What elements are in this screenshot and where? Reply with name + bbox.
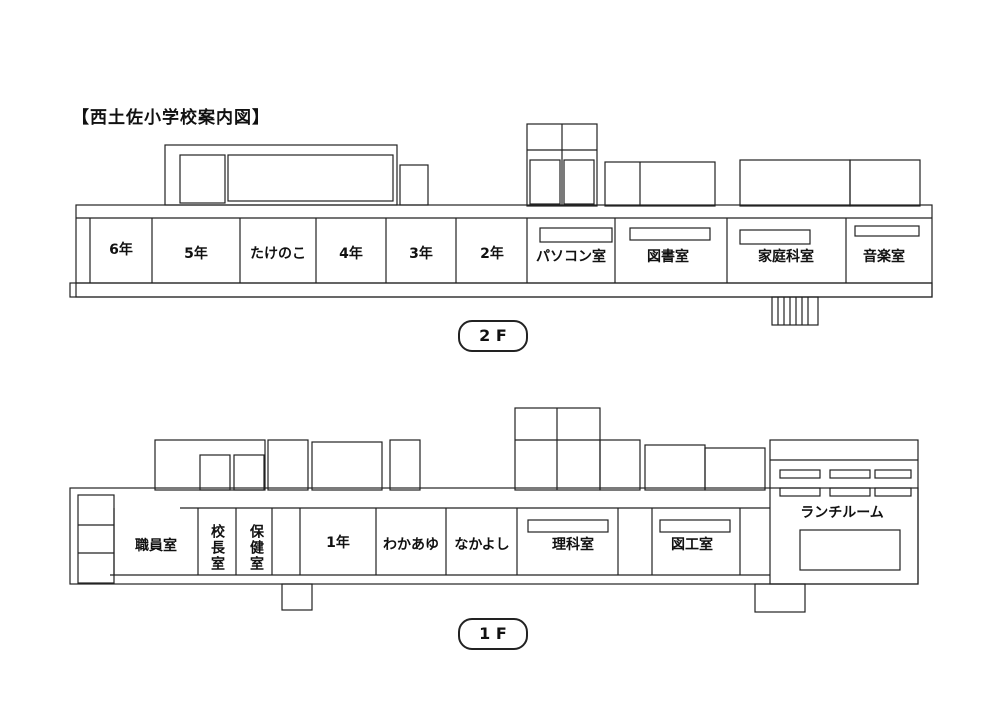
room-2f-2nen: 2年 [480,245,504,262]
room-1f-1nen: 1年 [326,534,350,551]
room-2f-3nen: 3年 [409,245,433,262]
map-title: 【西土佐小学校案内図】 [72,108,270,128]
floor2-badge: 2 F [458,320,528,352]
room-2f-4nen: 4年 [339,245,363,262]
room-2f-music: 音楽室 [863,248,905,265]
room-1f-health: 保健室 [248,524,264,572]
room-1f-lunch: ランチルーム [800,505,884,521]
room-1f-staff: 職員室 [135,537,177,554]
room-1f-principal: 校長室 [209,524,225,572]
room-1f-science: 理科室 [552,536,594,553]
room-2f-takenoko: たけのこ [250,246,306,262]
room-2f-homeec: 家庭科室 [758,248,814,265]
room-2f-pc: パソコン室 [536,248,606,265]
room-1f-wakaayu: わかあゆ [383,537,439,553]
room-1f-nakayoshi: なかよし [454,537,509,553]
room-2f-5nen: 5年 [184,245,208,262]
floor1-outline [69,487,919,585]
room-2f-library: 図書室 [647,248,689,265]
floor1-badge: 1 F [458,618,528,650]
room-2f-6nen: 6年 [109,241,133,258]
room-1f-arts: 図工室 [671,536,713,553]
